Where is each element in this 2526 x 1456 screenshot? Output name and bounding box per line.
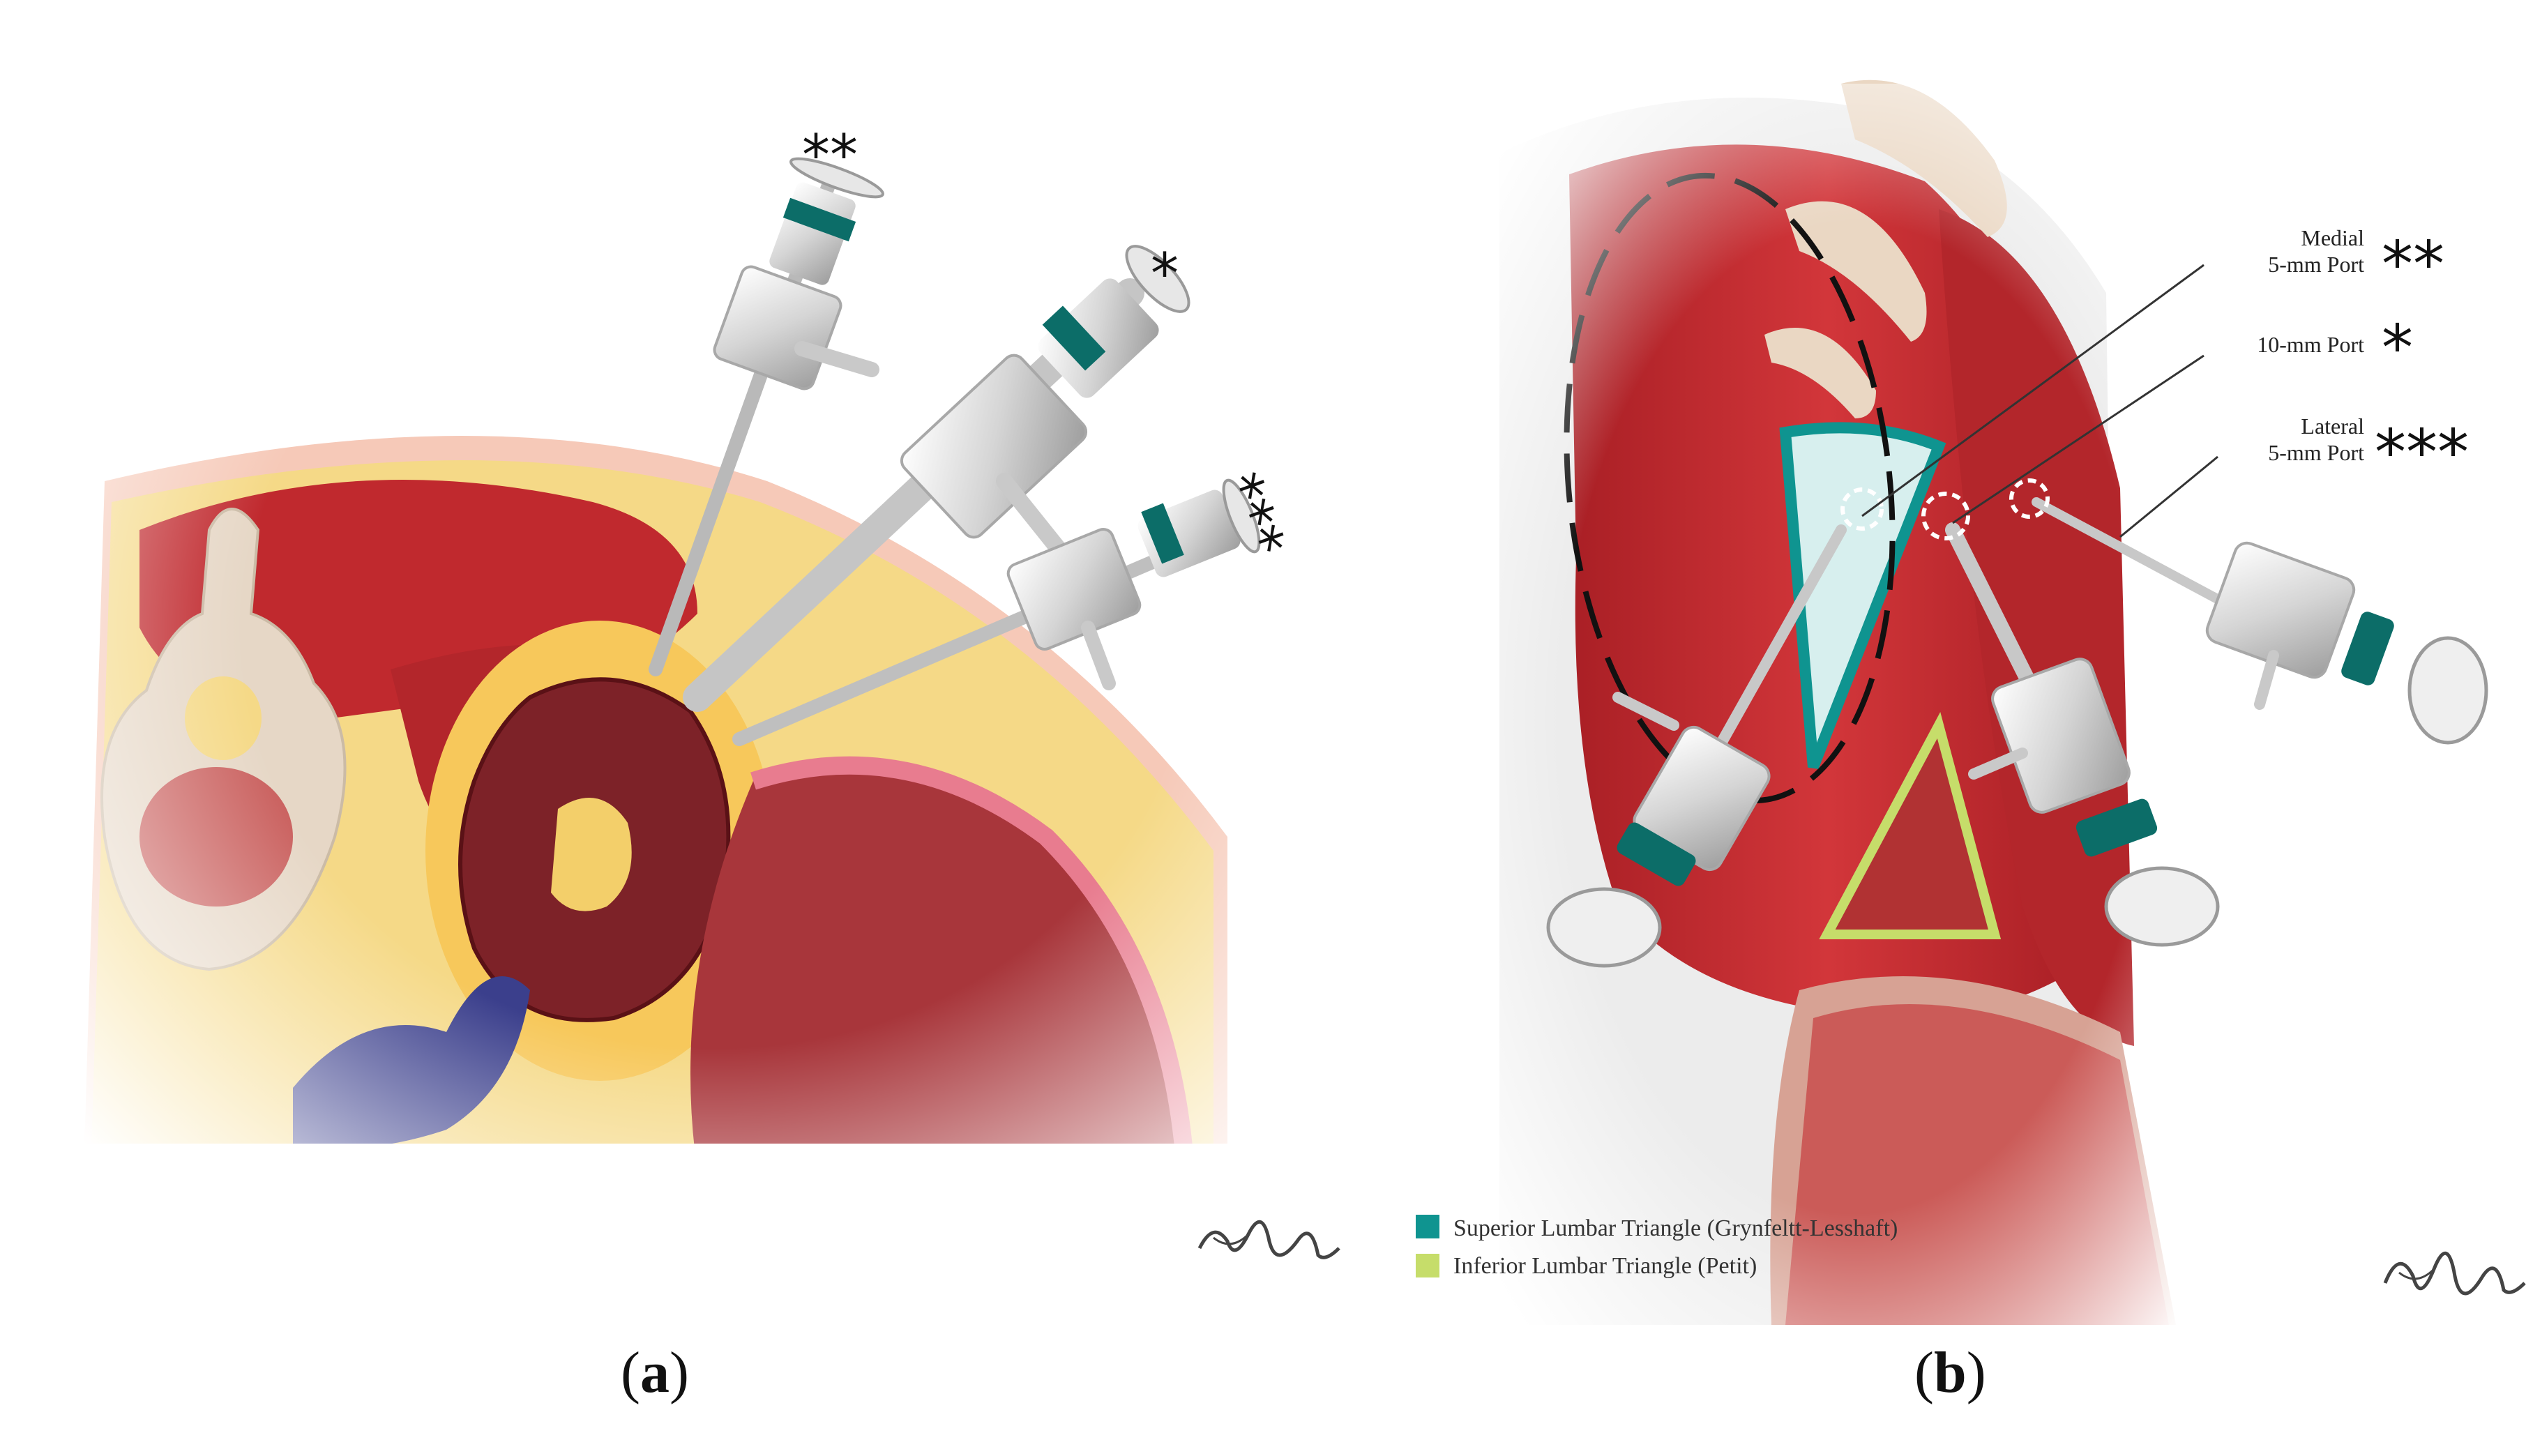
label-camera-marker: *: [2382, 312, 2413, 385]
caption-letter-a: a: [640, 1340, 670, 1405]
caption-letter-b: b: [1933, 1340, 1967, 1405]
label-medial-line2: 5-mm Port: [2268, 252, 2364, 277]
trocar-camera-a: [683, 245, 1190, 712]
artist-signature-b: [2383, 1252, 2526, 1296]
legend-label-inferior: Inferior Lumbar Triangle (Petit): [1453, 1253, 1757, 1279]
legend-label-superior: Superior Lumbar Triangle (Grynfeltt-Less…: [1453, 1215, 1898, 1241]
label-lateral-line2: 5-mm Port: [2268, 440, 2364, 465]
label-medial-marker: **: [2382, 228, 2444, 301]
label-medial-line1: Medial: [2301, 225, 2364, 250]
panel-a-illustration: [0, 139, 1269, 1283]
panel-b-fade: [1478, 84, 2232, 1353]
trocar-lateral-b: [2032, 497, 2488, 745]
label-lateral-marker: ***: [2375, 416, 2469, 490]
trocar-lateral-a: [732, 478, 1261, 746]
caption-panel-a: (a): [621, 1340, 689, 1405]
panel-b-labels: Medial 5-mm Port ** 10-mm Port * Lateral…: [2257, 225, 2469, 490]
legend: Superior Lumbar Triangle (Grynfeltt-Less…: [1416, 1215, 1898, 1279]
panel-b-trocars: [1546, 478, 2488, 968]
label-lateral-line1: Lateral: [2301, 414, 2364, 439]
label-camera-line1: 10-mm Port: [2257, 332, 2364, 357]
marker-camera-a: *: [1151, 241, 1179, 306]
legend-swatch-superior: [1416, 1215, 1439, 1238]
trocar-camera-b: [1945, 522, 2220, 947]
entry-ring-medial: [1840, 487, 1884, 531]
panel-a-trocars: ** * ***: [649, 123, 1297, 746]
entry-ring-lateral: [2009, 478, 2050, 519]
panel-b-illustration: [1478, 79, 2232, 1353]
caption-panel-b: (b): [1914, 1340, 1986, 1405]
marker-medial-a: **: [802, 123, 858, 188]
trocar-medial-b: [1546, 524, 1847, 968]
artist-signature-a: [1197, 1220, 1340, 1259]
entry-ring-camera: [1921, 492, 1970, 540]
trocar-medial-a: [649, 157, 884, 676]
leader-lines: [1861, 264, 2218, 538]
legend-swatch-inferior: [1416, 1254, 1439, 1277]
